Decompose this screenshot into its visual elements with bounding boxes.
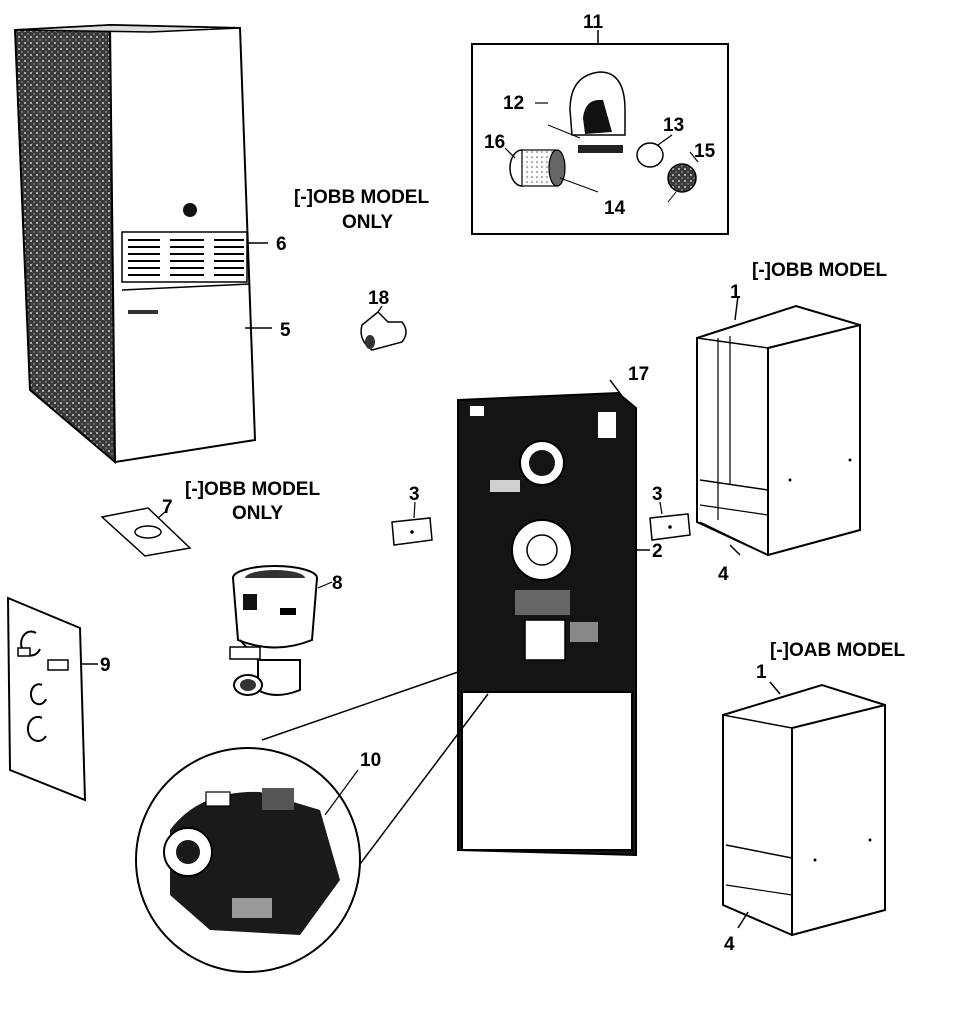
blower-wheel [509,149,599,193]
blower-housing [547,71,626,153]
callout-4-oab: 4 [724,934,735,955]
caption-oab-model: [-]OAB MODEL [770,640,905,661]
caption-obb-only-mid-line2: ONLY [232,503,283,524]
obb-cabinet [696,304,861,557]
blower-motor [636,134,697,203]
rating-label [598,412,616,438]
oab-cabinet [722,683,886,937]
louver-panel [121,231,251,314]
callout-15: 15 [694,141,716,162]
part-3-plate-right [649,501,691,541]
blower-detail-box [471,30,729,235]
callout-1-obb: 1 [730,282,741,303]
callout-13: 13 [663,115,684,136]
callout-18: 18 [368,288,389,309]
callout-3-left: 3 [409,484,420,505]
callout-4-obb: 4 [718,564,729,585]
caption-obb-model: [-]OBB MODEL [752,260,887,281]
callout-2: 2 [652,541,663,562]
part-10-burner-detail [135,671,489,973]
caption-obb-only-top-line1: [-]OBB MODEL [294,187,429,208]
part-8-combustion-chamber [229,565,333,696]
callout-8: 8 [332,573,343,594]
callout-3-right: 3 [652,484,663,505]
callout-10: 10 [360,750,381,771]
callout-14: 14 [604,198,626,219]
furnace-interior [457,391,637,857]
part-7-gasket [100,507,192,557]
part-9-front-panel [6,596,98,802]
part-18-limit-switch [360,305,407,351]
callout-9: 9 [100,655,111,676]
lower-access-panel [461,691,633,851]
callout-1-oab: 1 [756,662,767,683]
inspection-port [243,594,257,610]
part-3-plate-left [391,501,433,546]
furnace-exterior [13,23,272,465]
callout-6: 6 [276,234,287,255]
callout-12: 12 [503,93,524,114]
caption-obb-only-mid-line1: [-]OBB MODEL [185,479,320,500]
callout-11: 11 [583,12,604,33]
callout-17: 17 [628,364,649,385]
sight-glass [183,203,197,217]
callout-5: 5 [280,320,291,341]
callout-16: 16 [484,132,505,153]
callout-7: 7 [162,497,173,518]
caption-obb-only-top-line2: ONLY [342,212,393,233]
